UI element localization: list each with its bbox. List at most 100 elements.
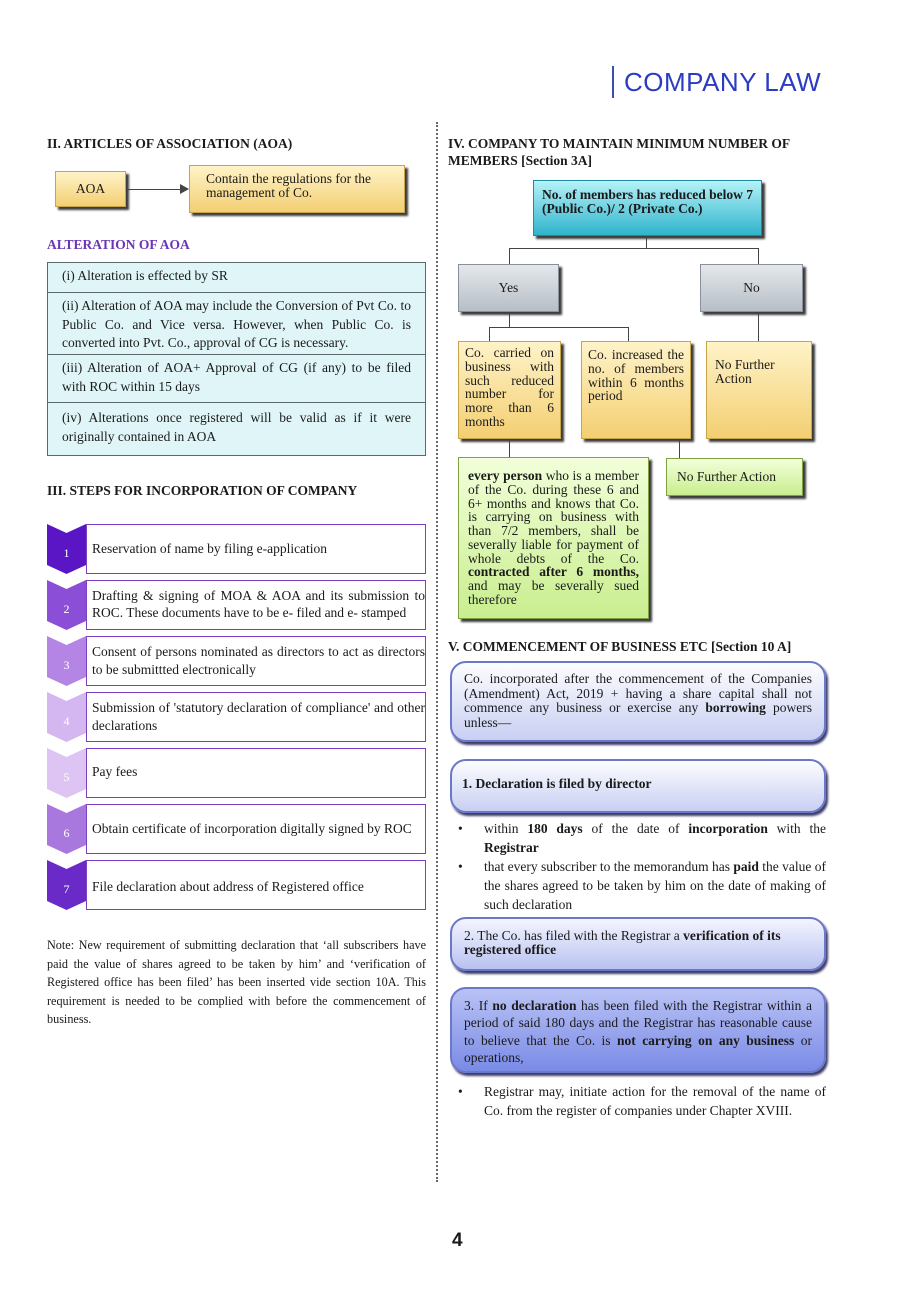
aoa-heading: II. ARTICLES OF ASSOCIATION (AOA) bbox=[47, 136, 293, 151]
step-number: 6 bbox=[63, 826, 70, 841]
bullet-item: Registrar may, initiate action for the r… bbox=[448, 1083, 826, 1121]
outcome-box: Co. carried on business with such reduce… bbox=[458, 341, 561, 439]
members-heading: IV. COMPANY TO MAINTAIN MINIMUM NUMBER O… bbox=[448, 136, 790, 169]
alteration-row: (iii) Alteration of AOA+ Approval of CG … bbox=[48, 355, 425, 403]
declaration-3-bold: not carrying on any business bbox=[617, 1032, 795, 1048]
aoa-box: AOA bbox=[55, 171, 126, 207]
step-item: 7 File declaration about address of Regi… bbox=[47, 860, 426, 910]
declaration-bullets: within 180 days of the date of incorpora… bbox=[448, 820, 826, 914]
declaration-pill: 1. Declaration is filed by director bbox=[450, 759, 826, 813]
outcome-text: Co. carried on business with such reduce… bbox=[465, 345, 554, 429]
step-text: Drafting & signing of MOA & AOA and its … bbox=[86, 580, 426, 630]
aoa-arrow-head bbox=[180, 184, 189, 194]
steps-heading: III. STEPS FOR INCORPORATION OF COMPANY bbox=[47, 483, 358, 498]
root-text: No. of members has reduced below 7 (Publ… bbox=[542, 187, 753, 216]
step-item: 1 Reservation of name by filing e-applic… bbox=[47, 524, 426, 574]
bullet-text: of the date of bbox=[582, 821, 689, 836]
bullet-text: with the bbox=[767, 821, 827, 836]
declaration-3-bold: no declaration bbox=[492, 998, 577, 1013]
alteration-row: (i) Alteration is effected by SR bbox=[48, 263, 425, 293]
connector bbox=[509, 440, 510, 457]
yes-label: Yes bbox=[498, 280, 519, 296]
bullet-bold: paid bbox=[733, 858, 759, 874]
step-text: File declaration about address of Regist… bbox=[86, 860, 426, 910]
outcome-box: Co. increased the no. of members within … bbox=[581, 341, 691, 439]
outcome-text: Co. increased the no. of members within … bbox=[588, 347, 684, 404]
no-label: No bbox=[743, 280, 760, 296]
alteration-table: (i) Alteration is effected by SR (ii) Al… bbox=[47, 262, 426, 456]
connector bbox=[489, 327, 490, 341]
note-text: Note: New requirement of submitting decl… bbox=[47, 938, 426, 1027]
commencement-heading: V. COMMENCEMENT OF BUSINESS ETC [Section… bbox=[448, 639, 792, 654]
liability-text-bold: every person bbox=[468, 468, 543, 483]
connector bbox=[509, 248, 759, 249]
outcome-box: No Further Action bbox=[706, 341, 812, 439]
liability-text-bold: contracted after 6 months, bbox=[468, 564, 639, 580]
connector bbox=[679, 440, 680, 458]
yes-box: Yes bbox=[458, 264, 559, 312]
step-item: 5 Pay fees bbox=[47, 748, 426, 798]
declaration-3-text: has been filed with the Registrar within… bbox=[464, 998, 812, 1048]
step-item: 3 Consent of persons nominated as direct… bbox=[47, 636, 426, 686]
connector bbox=[758, 248, 759, 264]
connector bbox=[758, 313, 759, 341]
declaration-2-pill: 2. The Co. has filed with the Registrar … bbox=[450, 917, 826, 971]
aoa-arrow-line bbox=[127, 189, 182, 190]
step-item: 6 Obtain certificate of incorporation di… bbox=[47, 804, 426, 854]
connector bbox=[509, 313, 510, 327]
aoa-description: Contain the regulations for the manageme… bbox=[206, 171, 371, 201]
step-text: Obtain certificate of incorporation digi… bbox=[86, 804, 426, 854]
header-title: COMPANY LAW bbox=[624, 67, 822, 97]
liability-text: who is a member of the Co. during these … bbox=[468, 468, 639, 566]
bullet-text: the value of the shares agreed to be tak… bbox=[484, 858, 826, 912]
bullet-item: within 180 days of the date of incorpora… bbox=[448, 820, 826, 858]
declaration-3-text: 3. If bbox=[464, 998, 493, 1013]
step-text: Reservation of name by filing e-applicat… bbox=[86, 524, 426, 574]
step-number: 3 bbox=[63, 658, 70, 673]
step-number: 4 bbox=[63, 714, 70, 729]
bullet-text: Registrar may, initiate action for the r… bbox=[484, 1084, 826, 1118]
root-box: No. of members has reduced below 7 (Publ… bbox=[533, 180, 762, 236]
step-text: Pay fees bbox=[86, 748, 426, 798]
alteration-heading: ALTERATION OF AOA bbox=[47, 237, 190, 252]
removal-bullets: Registrar may, initiate action for the r… bbox=[448, 1083, 826, 1121]
connector bbox=[489, 327, 629, 328]
alteration-row: (iv) Alterations once registered will be… bbox=[48, 403, 425, 455]
declaration-2-bold: verification of its registered office bbox=[464, 928, 781, 958]
declaration-3-text: or operations, bbox=[464, 1032, 812, 1065]
connector bbox=[628, 327, 629, 341]
bullet-text: that every subscriber to the memorandum … bbox=[484, 858, 734, 874]
step-text: Consent of persons nominated as director… bbox=[86, 636, 426, 686]
aoa-description-box: Contain the regulations for the manageme… bbox=[189, 165, 405, 213]
page-header: COMPANY LAW bbox=[612, 66, 821, 98]
bullet-bold: 180 days bbox=[527, 821, 583, 836]
step-number: 2 bbox=[63, 602, 70, 617]
bullet-item: that every subscriber to the memorandum … bbox=[448, 858, 826, 915]
step-number: 5 bbox=[63, 770, 70, 785]
declaration-1-text: 1. Declaration is filed by director bbox=[462, 776, 652, 791]
intro-pill: Co. incorporated after the commencement … bbox=[450, 661, 826, 742]
liability-box: every person who is a member of the Co. … bbox=[458, 457, 649, 619]
declaration-3-pill: 3. If no declaration has been filed with… bbox=[450, 987, 826, 1073]
page-number: 4 bbox=[452, 1230, 463, 1251]
alteration-row: (ii) Alteration of AOA may include the C… bbox=[48, 293, 425, 355]
bullet-bold: incorporation bbox=[688, 821, 768, 836]
bullet-text: within bbox=[484, 821, 528, 836]
liability-text: and may be severally sued therefore bbox=[468, 578, 639, 607]
step-number: 7 bbox=[63, 882, 70, 897]
intro-text: Co. incorporated after the commencement … bbox=[464, 671, 812, 716]
outcome-text: No Further Action bbox=[715, 357, 775, 386]
connector bbox=[646, 237, 647, 249]
column-divider bbox=[436, 122, 438, 1182]
aoa-label: AOA bbox=[75, 181, 106, 197]
intro-text: powers unless— bbox=[464, 700, 812, 730]
no-further-action-text: No Further Action bbox=[677, 469, 776, 484]
connector bbox=[509, 248, 510, 264]
bullet-bold: Registrar bbox=[484, 839, 539, 855]
step-item: 2 Drafting & signing of MOA & AOA and it… bbox=[47, 580, 426, 630]
step-item: 4 Submission of 'statutory declaration o… bbox=[47, 692, 426, 742]
declaration-2-text: 2. The Co. has filed with the Registrar … bbox=[464, 928, 684, 943]
step-text: Submission of 'statutory declaration of … bbox=[86, 692, 426, 742]
step-number: 1 bbox=[63, 546, 70, 561]
no-box: No bbox=[700, 264, 803, 312]
